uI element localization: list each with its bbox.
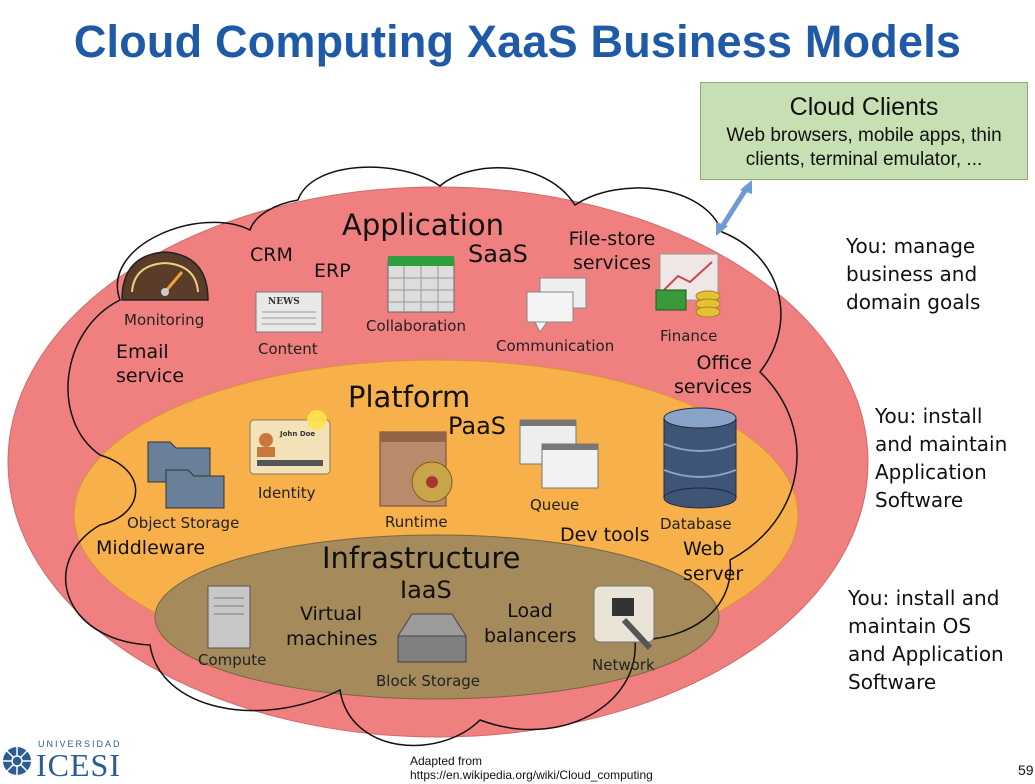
monitoring-icon [121, 251, 209, 301]
model-saas: SaaS [468, 240, 528, 268]
news-icon-text: NEWS [268, 297, 300, 307]
label-communication: Communication [496, 337, 615, 355]
object-storage-icon [147, 441, 225, 509]
label-queue: Queue [530, 496, 580, 514]
runtime-icon [379, 431, 453, 507]
responsibility-iaas: You: install and maintain OS and Applica… [848, 586, 1004, 694]
label-crm: CRM [250, 244, 293, 266]
label-email-service: Email service [116, 341, 185, 387]
responsibility-saas: You: manage business and domain goals [846, 234, 981, 314]
label-middleware: Middleware [96, 537, 206, 559]
label-virtual-machines: Virtual machines [286, 603, 378, 650]
queue-icon [519, 419, 599, 489]
label-object-storage: Object Storage [127, 514, 240, 532]
cloud-clients-description: Web browsers, mobile apps, thin clients,… [726, 125, 1002, 170]
database-icon [663, 407, 737, 509]
label-monitoring: Monitoring [124, 311, 205, 329]
label-database: Database [660, 515, 732, 533]
layer-title-platform: Platform [348, 380, 471, 414]
label-web-server: Web server [683, 538, 744, 585]
model-paas: PaaS [448, 412, 507, 440]
label-dev-tools: Dev tools [560, 524, 650, 546]
compute-icon [207, 585, 251, 649]
slide-title: Cloud Computing XaaS Business Models [73, 16, 962, 67]
collaboration-icon [387, 256, 455, 313]
logo-university-text: UNIVERSIDAD [38, 739, 122, 749]
label-collaboration: Collaboration [366, 317, 466, 335]
network-icon [593, 585, 655, 651]
layer-title-application: Application [342, 208, 505, 242]
icesi-logo-emblem [3, 747, 31, 775]
label-block-storage: Block Storage [376, 672, 481, 690]
identity-name-text: John Doe [279, 430, 315, 438]
highlight-dot [307, 410, 327, 430]
clients-arrow [716, 180, 752, 236]
label-file-store: File-store services [568, 228, 656, 274]
label-network: Network [592, 656, 655, 674]
page-number: 59 [1018, 762, 1034, 778]
label-runtime: Runtime [385, 513, 448, 531]
source-credit[interactable]: Adapted from https://en.wikipedia.org/wi… [410, 754, 653, 782]
cloud-outline [64, 166, 798, 747]
label-identity: Identity [258, 484, 316, 502]
cloud-clients-box: Cloud Clients Web browsers, mobile apps,… [700, 82, 1028, 180]
label-erp: ERP [314, 260, 351, 282]
label-finance: Finance [660, 327, 718, 345]
layer-title-infrastructure: Infrastructure [322, 541, 521, 575]
identity-icon: John Doe [249, 419, 331, 475]
label-content: Content [258, 340, 318, 358]
block-storage-icon [397, 613, 467, 663]
logo-icesi-text: ICESI [36, 747, 121, 783]
label-load-balancers: Load balancers [484, 600, 577, 647]
cloud-clients-title: Cloud Clients [789, 93, 939, 121]
label-compute: Compute [198, 651, 267, 669]
finance-icon [655, 253, 721, 318]
communication-icon [526, 277, 587, 333]
responsibility-paas: You: install and maintain Application So… [875, 404, 1008, 512]
content-icon: NEWS [255, 291, 323, 333]
label-office-services: Office services [674, 352, 752, 398]
model-iaas: IaaS [400, 576, 452, 604]
